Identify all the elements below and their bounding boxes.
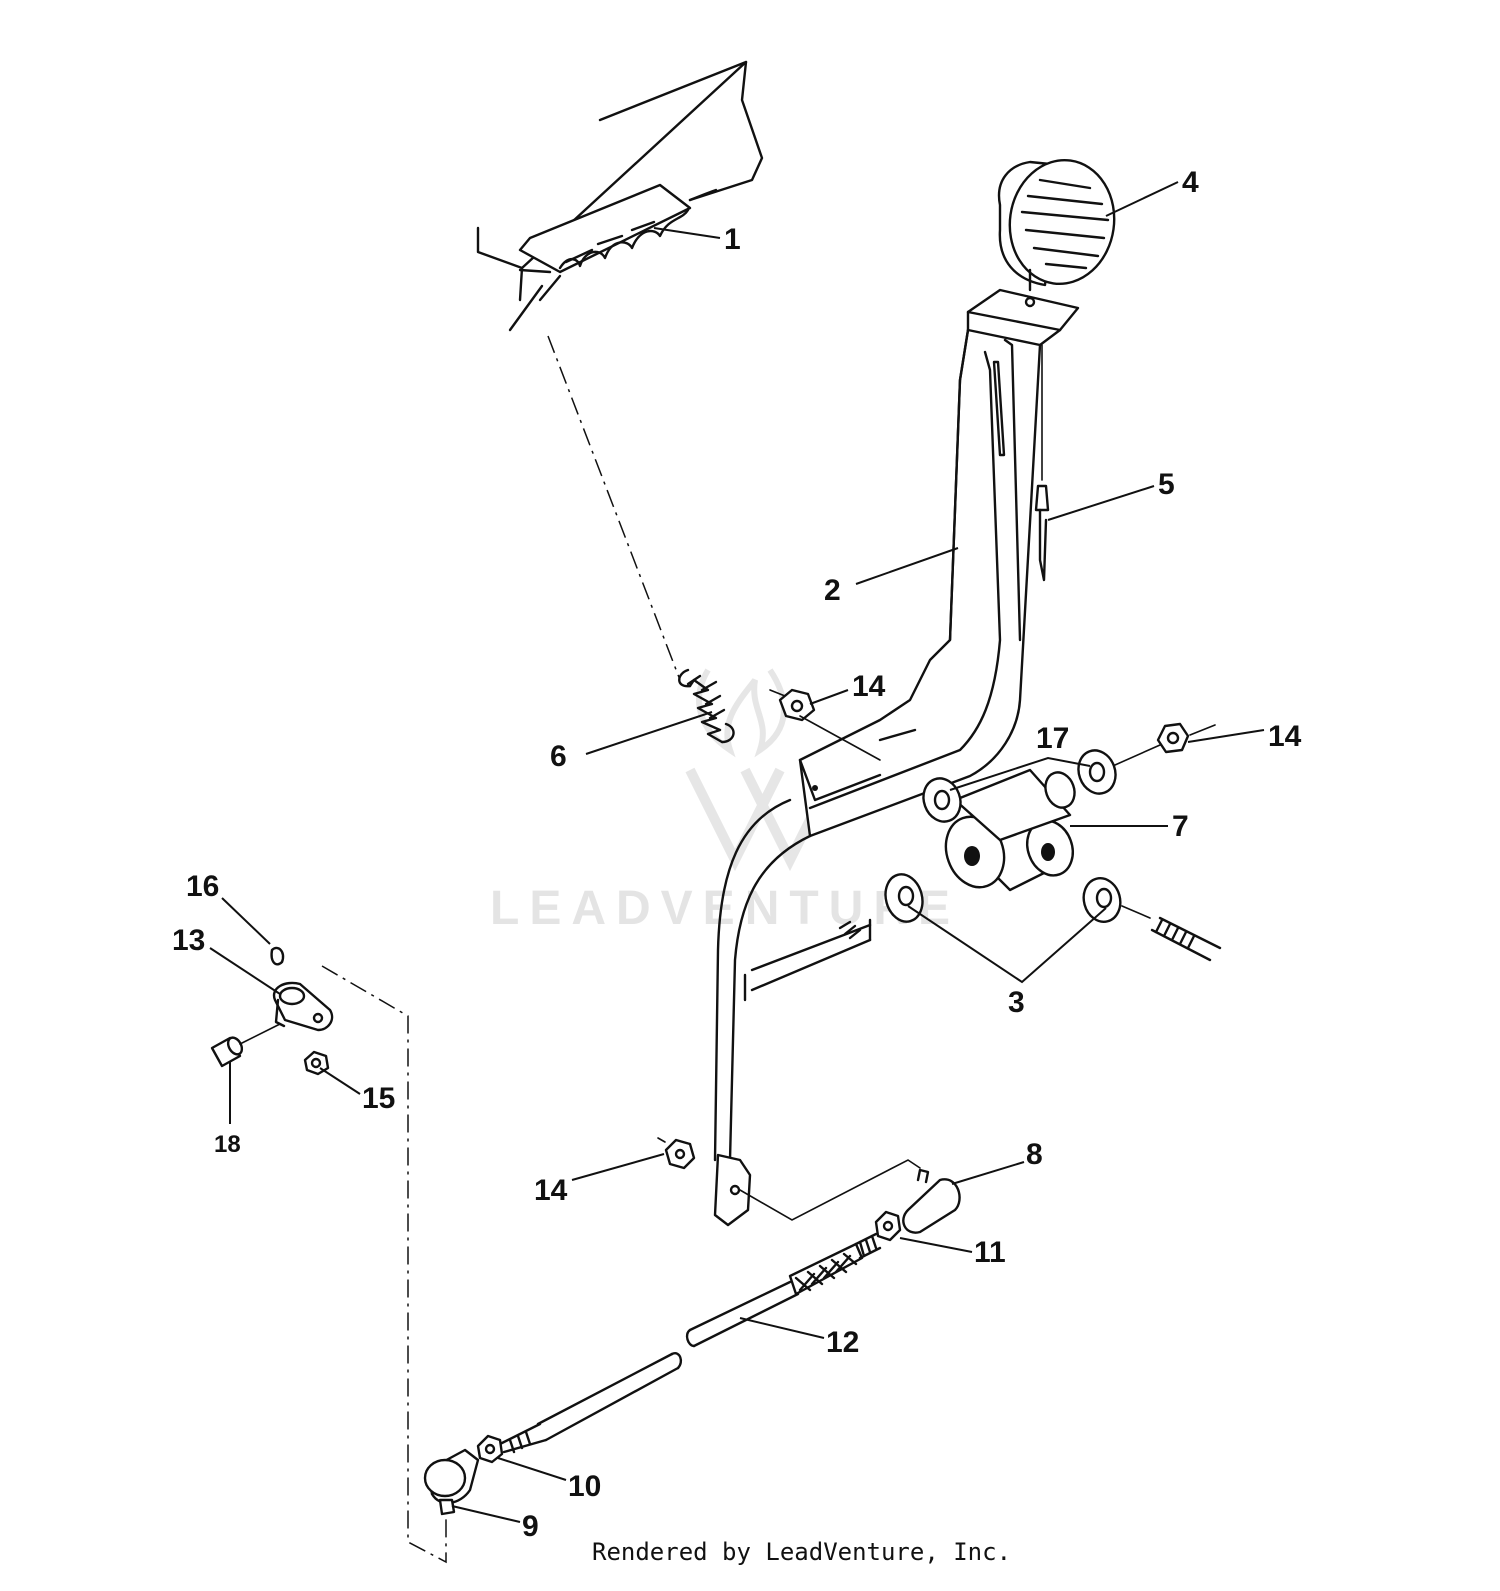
svg-text:6: 6 (550, 740, 567, 773)
pedal-arm (713, 328, 1042, 1227)
svg-text:18: 18 (214, 1131, 241, 1158)
callout-14-upper: 14 (809, 670, 886, 705)
spacer (210, 1023, 281, 1068)
svg-text:8: 8 (1026, 1138, 1043, 1171)
svg-text:4: 4 (1182, 166, 1199, 199)
svg-text:16: 16 (186, 870, 219, 903)
callout-15: 15 (319, 1067, 395, 1115)
frame-bracket (476, 60, 764, 332)
jam-nut (874, 1210, 902, 1242)
svg-text:12: 12 (826, 1326, 859, 1359)
cap (270, 946, 285, 966)
washer (1082, 877, 1122, 923)
svg-text:5: 5 (1158, 468, 1175, 501)
pin (1034, 344, 1050, 582)
callout-7: 7 (1070, 810, 1189, 843)
svg-text:17: 17 (1036, 722, 1069, 755)
spring-assembly-line (547, 335, 681, 681)
jam-nut (476, 1434, 504, 1464)
ball-joint (902, 1168, 961, 1234)
callout-1: 1 (653, 223, 741, 256)
callout-11: 11 (899, 1236, 1006, 1269)
callout-12: 12 (739, 1317, 859, 1359)
bolt (838, 918, 872, 942)
svg-text:7: 7 (1172, 810, 1189, 843)
svg-text:2: 2 (824, 574, 841, 607)
footer-credit: Rendered by LeadVenture, Inc. (592, 1538, 1011, 1566)
hex-nut (657, 1137, 696, 1170)
callout-10: 10 (497, 1457, 601, 1503)
callout-9: 9 (451, 1505, 539, 1543)
callout-14-lower: 14 (534, 1153, 665, 1207)
svg-text:10: 10 (568, 1470, 601, 1503)
assembly-line-left (321, 965, 447, 1564)
callout-13: 13 (172, 924, 281, 995)
svg-text:9: 9 (522, 1510, 539, 1543)
callout-14-right: 14 (1187, 720, 1302, 753)
tie-rod (498, 1232, 882, 1454)
assembly-line (739, 1159, 921, 1221)
bracket (272, 981, 334, 1032)
svg-text:11: 11 (974, 1236, 1006, 1269)
svg-text:3: 3 (1008, 986, 1025, 1019)
callout-2: 2 (824, 547, 959, 607)
svg-text:1: 1 (724, 223, 741, 256)
svg-text:14: 14 (852, 670, 886, 703)
svg-text:15: 15 (362, 1082, 395, 1115)
axis-line (1114, 724, 1216, 766)
svg-text:13: 13 (172, 924, 205, 957)
callout-8: 8 (951, 1138, 1043, 1185)
callout-18: 18 (214, 1062, 241, 1158)
svg-text:14: 14 (534, 1174, 568, 1207)
callout-16: 16 (186, 870, 271, 945)
hex-nut (1156, 722, 1190, 754)
svg-text:14: 14 (1268, 720, 1302, 753)
callout-3: 3 (907, 905, 1107, 1019)
callout-4: 4 (1105, 166, 1199, 217)
callout-6: 6 (550, 711, 713, 773)
threaded-rod (1121, 905, 1222, 962)
callout-5: 5 (1047, 468, 1175, 521)
spring (678, 668, 735, 744)
pivot-bushing (944, 768, 1076, 892)
ball-joint (423, 1448, 480, 1516)
hex-nut (769, 688, 881, 761)
pedal-pad (966, 158, 1116, 347)
washer (1077, 749, 1117, 795)
callout-17: 17 (949, 722, 1091, 791)
